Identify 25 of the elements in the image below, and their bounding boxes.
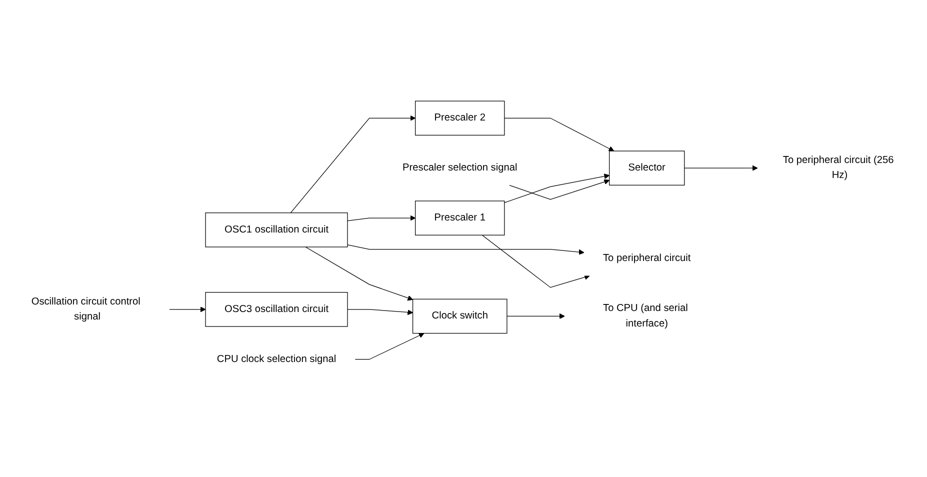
arrow <box>347 215 416 221</box>
arrow <box>169 306 206 312</box>
node-text: To peripheral circuit (256 Hz) <box>782 154 894 180</box>
node-text: Oscillation circuit control signal <box>31 296 140 322</box>
node-box: Selector <box>609 150 685 186</box>
arrow <box>290 115 416 213</box>
node-box: OSC1 oscillation circuit <box>205 212 348 248</box>
arrow <box>504 118 614 152</box>
arrow <box>305 246 414 300</box>
node-text: To peripheral circuit <box>603 252 691 264</box>
arrow <box>347 244 584 255</box>
node-box: Clock switch <box>412 298 508 334</box>
arrow <box>508 178 610 200</box>
arrow <box>506 313 565 319</box>
node-text: CPU clock selection signal <box>216 353 336 364</box>
arrow <box>684 165 758 171</box>
arrow <box>354 332 424 360</box>
node-box: Prescaler 2 <box>415 100 505 136</box>
arrow <box>504 173 610 203</box>
arrow <box>347 308 414 315</box>
node-text: Prescaler selection signal <box>402 162 518 173</box>
node-box: Prescaler 1 <box>415 200 505 236</box>
arrow <box>482 234 590 288</box>
node-box: OSC3 oscillation circuit <box>205 292 348 327</box>
node-text: To CPU (and serial interface) <box>603 302 688 329</box>
